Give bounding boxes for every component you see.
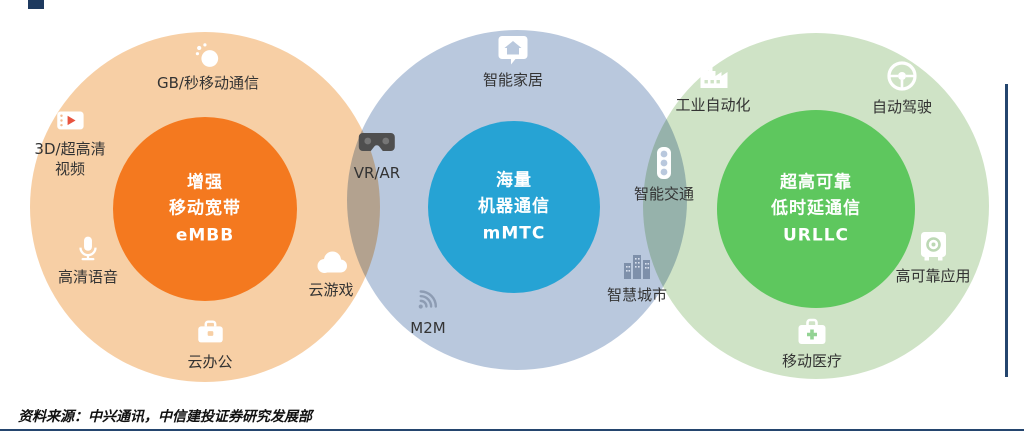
traffic-light-icon bbox=[651, 145, 677, 181]
speed-dots-icon bbox=[193, 34, 223, 70]
item-label: 高清语音 bbox=[57, 268, 119, 286]
item-label: 工业自动化 bbox=[675, 96, 751, 114]
item-mobile-medical: 移动医疗 bbox=[782, 312, 842, 371]
item-high-reliability: 高可靠应用 bbox=[895, 227, 971, 286]
item-label: M2M bbox=[410, 319, 446, 337]
vr-headset-icon bbox=[357, 124, 397, 160]
item-label: 云办公 bbox=[187, 353, 233, 371]
smart-home-icon bbox=[496, 31, 530, 67]
item-industrial-automation: 工业自动化 bbox=[675, 56, 751, 115]
item-label: GB/秒移动通信 bbox=[157, 74, 259, 92]
item-cloud-gaming: 云游戏 bbox=[308, 241, 354, 300]
item-label: 移动医疗 bbox=[781, 352, 843, 370]
item-label: 高可靠应用 bbox=[895, 267, 971, 285]
city-icon bbox=[620, 246, 654, 282]
item-label: 云游戏 bbox=[308, 281, 354, 299]
radio-waves-icon bbox=[412, 279, 444, 315]
embb-title: 增强 移动宽带 eMBB bbox=[169, 172, 241, 246]
item-smart-city: 智慧城市 bbox=[607, 246, 667, 305]
item-autonomous-driving: 自动驾驶 bbox=[872, 58, 932, 117]
item-m2m: M2M bbox=[410, 279, 446, 338]
corner-accent-square bbox=[28, 0, 44, 9]
item-vr-ar: VR/AR bbox=[354, 124, 400, 183]
mmtc-title: 海量 机器通信 mMTC bbox=[478, 170, 550, 244]
video-icon bbox=[54, 100, 86, 136]
microphone-icon bbox=[73, 228, 103, 264]
urllc-title: 超高可靠 低时延通信 URLLC bbox=[771, 172, 861, 246]
item-label: 智慧城市 bbox=[606, 286, 668, 304]
item-smart-home: 智能家居 bbox=[483, 31, 543, 90]
item-label: 3D/超高清 视频 bbox=[34, 140, 106, 179]
mmtc-inner-circle bbox=[428, 121, 600, 293]
item-label: 智能家居 bbox=[482, 71, 544, 89]
cloud-icon bbox=[313, 241, 349, 277]
item-gb-mobile-communication: GB/秒移动通信 bbox=[157, 34, 259, 93]
item-cloud-office: 云办公 bbox=[187, 313, 233, 372]
item-smart-traffic: 智能交通 bbox=[634, 145, 694, 204]
medkit-icon bbox=[795, 312, 829, 348]
item-label: VR/AR bbox=[353, 164, 401, 182]
embb-inner-circle bbox=[113, 117, 297, 301]
item-uhd-video: 3D/超高清 视频 bbox=[34, 100, 106, 180]
item-hd-voice: 高清语音 bbox=[58, 228, 118, 287]
steering-wheel-icon bbox=[884, 58, 920, 94]
briefcase-icon bbox=[194, 313, 226, 349]
item-label: 自动驾驶 bbox=[871, 98, 933, 116]
source-note: 资料来源：中兴通讯，中信建投证券研究发展部 bbox=[18, 410, 312, 425]
urllc-inner-circle bbox=[717, 110, 915, 308]
factory-icon bbox=[695, 56, 731, 92]
right-accent-rule bbox=[1005, 84, 1008, 377]
bottom-rule bbox=[0, 429, 1024, 431]
item-label: 智能交通 bbox=[633, 185, 695, 203]
safe-icon bbox=[916, 227, 950, 263]
